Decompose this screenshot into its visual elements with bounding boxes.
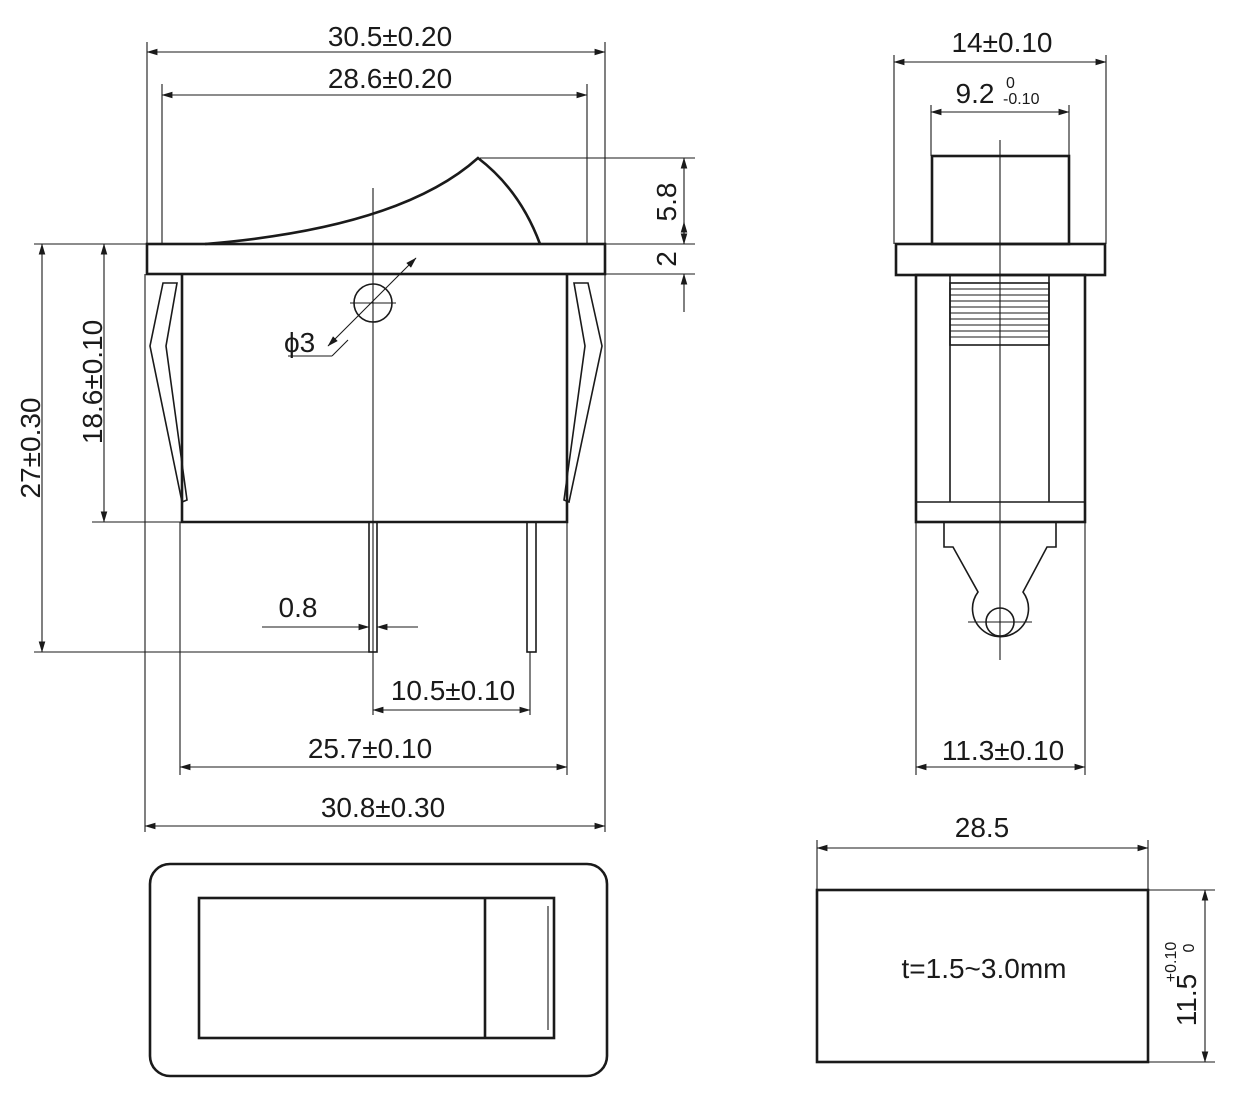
dim-body-depth: 11.3±0.10 xyxy=(942,735,1064,766)
left-clip xyxy=(149,282,188,504)
terminal-right xyxy=(526,521,537,653)
dim-body-height: 18.6±0.10 xyxy=(77,320,108,444)
dim-cutout-height-tol-lower: 0 xyxy=(1181,943,1198,952)
top-view-rocker-face xyxy=(197,896,556,1040)
hole-leader xyxy=(327,257,417,347)
dim-terminal-thickness: 0.8 xyxy=(279,592,318,623)
dim-overall-width: 30.5±0.20 xyxy=(328,21,452,52)
panel-cutout: 28.5 11.5 +0.10 0 t=1.5~3.0mm xyxy=(815,812,1215,1064)
dim-cutout-width: 28.5 xyxy=(955,812,1010,843)
dim-rocker-depth-tol-lower: -0.10 xyxy=(1003,91,1040,108)
switch-body xyxy=(180,274,569,524)
side-view: 14±0.10 9.2 0 -0.10 11.3±0.10 xyxy=(893,27,1107,775)
dim-hole-diameter: ϕ3 xyxy=(284,327,315,358)
dim-body-width: 25.7±0.10 xyxy=(308,733,432,764)
dim-cutout-height: 11.5 xyxy=(1171,974,1202,1026)
cutout-rect xyxy=(815,888,1150,1064)
dim-cap-width: 28.6±0.20 xyxy=(328,63,452,94)
top-view-frame-outer xyxy=(148,862,609,1078)
dim-flange-depth: 14±0.10 xyxy=(951,27,1052,58)
cap-flange xyxy=(145,242,607,276)
dim-rocker-depth: 9.2 xyxy=(956,78,995,109)
dim-total-height: 27±0.30 xyxy=(15,397,46,498)
front-view: ϕ3 30.5±0.20 28.6±0.20 5.8 2 27±0.30 xyxy=(15,21,695,832)
dim-cutout-height-tol-upper: +0.10 xyxy=(1163,942,1180,983)
panel-thickness-note: t=1.5~3.0mm xyxy=(902,953,1067,984)
right-clip xyxy=(563,282,603,504)
dim-flange-thickness: 2 xyxy=(651,251,682,267)
rocker-actuator xyxy=(204,156,542,246)
dim-clip-width: 30.8±0.30 xyxy=(321,792,445,823)
dim-rocker-height: 5.8 xyxy=(651,183,682,222)
dim-terminal-pitch: 10.5±0.10 xyxy=(391,675,515,706)
top-view xyxy=(148,862,609,1078)
dim-rocker-depth-tol-upper: 0 xyxy=(1006,75,1015,92)
